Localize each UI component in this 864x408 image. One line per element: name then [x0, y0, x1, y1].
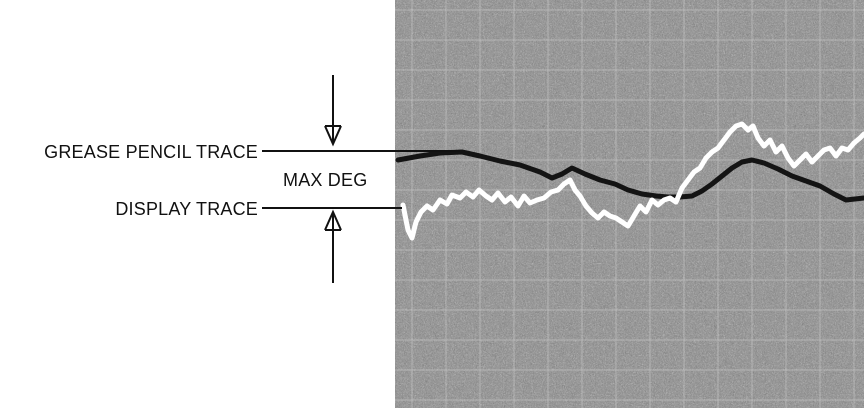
grease-pencil-trace-line	[395, 149, 864, 203]
max-deg-label: MAX DEG	[283, 170, 367, 190]
grease-pencil-trace-label: GREASE PENCIL TRACE	[44, 142, 258, 162]
upper-dimension-arrow	[324, 75, 342, 147]
display-trace-line	[400, 121, 864, 241]
display-trace-label: DISPLAY TRACE	[115, 199, 258, 219]
lower-dimension-arrow	[324, 209, 342, 283]
display-screen	[395, 0, 864, 408]
screen-noise-coarse	[395, 0, 864, 408]
